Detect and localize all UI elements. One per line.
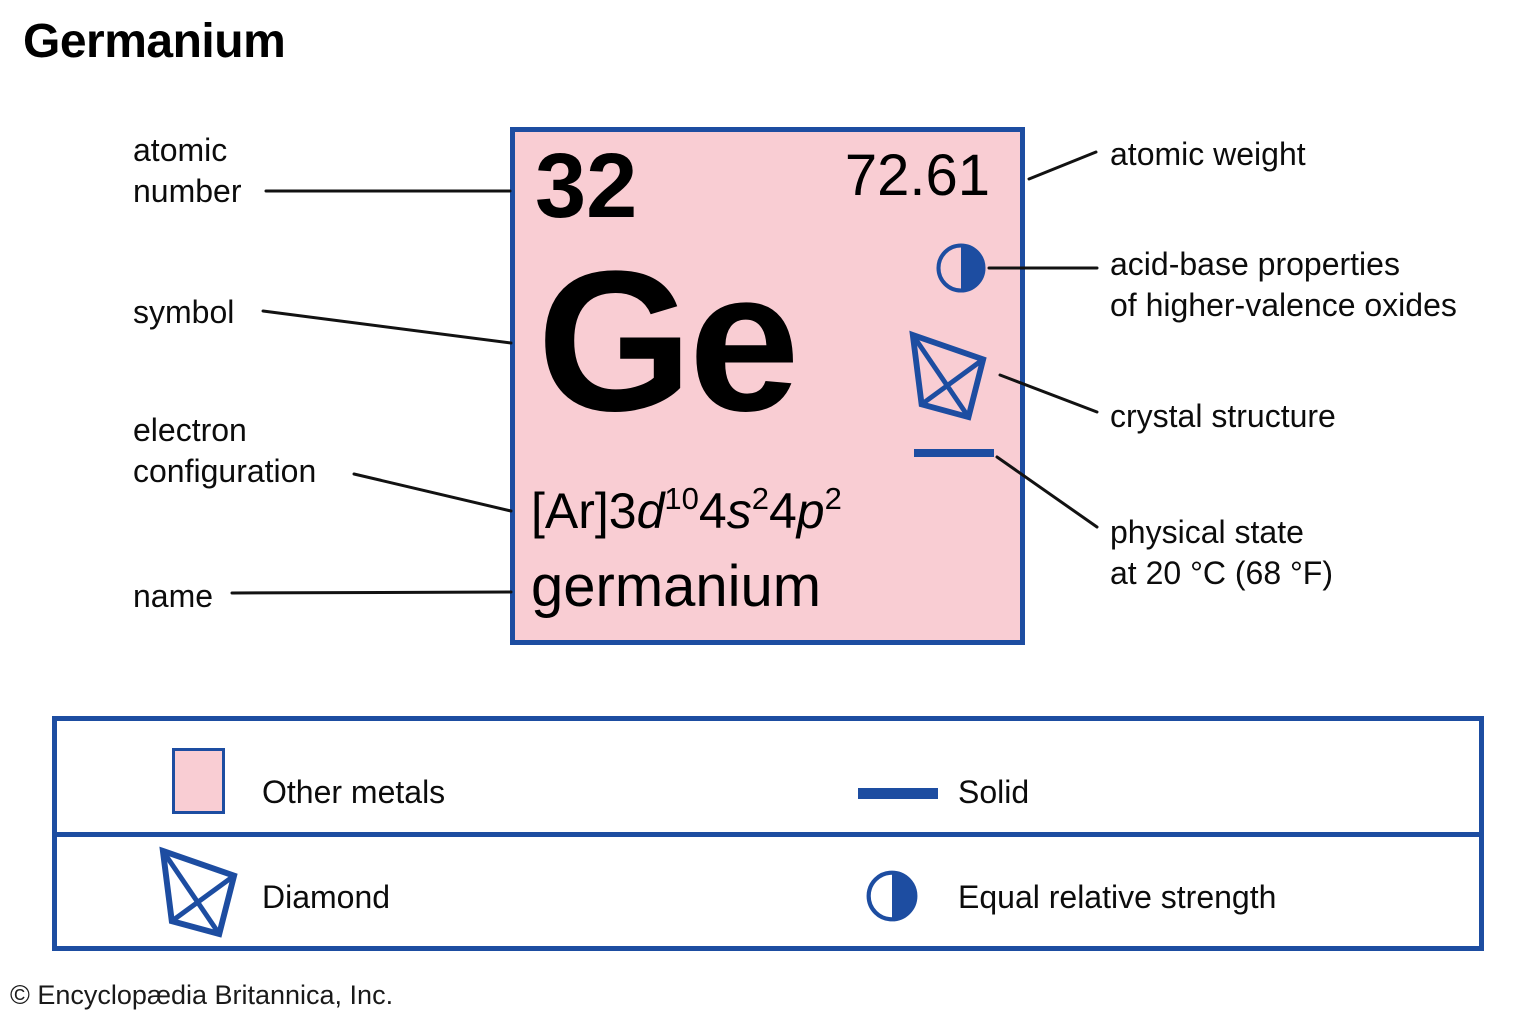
legend-divider bbox=[57, 832, 1479, 837]
config-d: d bbox=[636, 483, 665, 539]
page-title: Germanium bbox=[23, 15, 286, 68]
config-p: p bbox=[796, 483, 825, 539]
solid-line-swatch-icon bbox=[858, 788, 938, 799]
leader-symbol bbox=[261, 309, 513, 345]
diamond-crystal-icon bbox=[905, 330, 989, 422]
callout-atomic-number: atomic number bbox=[133, 132, 242, 209]
element-symbol: Ge bbox=[537, 230, 800, 453]
config-prefix: [Ar]3 bbox=[531, 483, 637, 539]
callout-name: name bbox=[133, 578, 214, 614]
atomic-weight-value: 72.61 bbox=[844, 143, 990, 208]
callout-atomic-weight: atomic weight bbox=[1110, 136, 1306, 172]
callout-physical-state: physical state at 20 °C (68 °F) bbox=[1110, 514, 1333, 591]
electron-configuration-value: [Ar]3d104s24p2 bbox=[531, 480, 842, 539]
other-metals-swatch-icon bbox=[172, 748, 225, 814]
config-d-sup: 10 bbox=[664, 480, 699, 516]
config-s-sup: 2 bbox=[751, 480, 769, 516]
atomic-number-value: 32 bbox=[535, 135, 638, 237]
element-name: germanium bbox=[531, 554, 822, 619]
copyright-notice: © Encyclopædia Britannica, Inc. bbox=[10, 980, 394, 1010]
config-4a: 4 bbox=[698, 483, 727, 539]
legend-label-equal-relative-strength: Equal relative strength bbox=[958, 879, 1277, 915]
legend-box: Other metals Solid Diamond Equal relativ… bbox=[52, 716, 1484, 951]
solid-state-line-icon bbox=[914, 449, 994, 457]
legend-label-diamond: Diamond bbox=[262, 879, 391, 915]
callout-electron-configuration: electron configuration bbox=[133, 412, 317, 489]
leader-name bbox=[230, 590, 513, 595]
config-s: s bbox=[726, 483, 752, 539]
leader-electron-configuration bbox=[352, 472, 513, 513]
leader-atomic-weight bbox=[1027, 150, 1098, 181]
element-tile-germanium: 32 72.61 Ge [Ar]3d104s24p2 germanium bbox=[510, 127, 1025, 645]
legend-label-solid: Solid bbox=[958, 774, 1030, 810]
config-p-sup: 2 bbox=[824, 480, 842, 516]
legend-label-other-metals: Other metals bbox=[262, 774, 446, 810]
callout-crystal-structure: crystal structure bbox=[1110, 398, 1336, 434]
callout-symbol: symbol bbox=[133, 294, 235, 330]
half-filled-circle-icon bbox=[934, 241, 988, 295]
diamond-legend-icon bbox=[155, 845, 240, 940]
half-filled-circle-legend-icon bbox=[864, 868, 920, 924]
callout-acid-base-properties: acid-base properties of higher-valence o… bbox=[1110, 246, 1457, 323]
config-4b: 4 bbox=[768, 483, 797, 539]
